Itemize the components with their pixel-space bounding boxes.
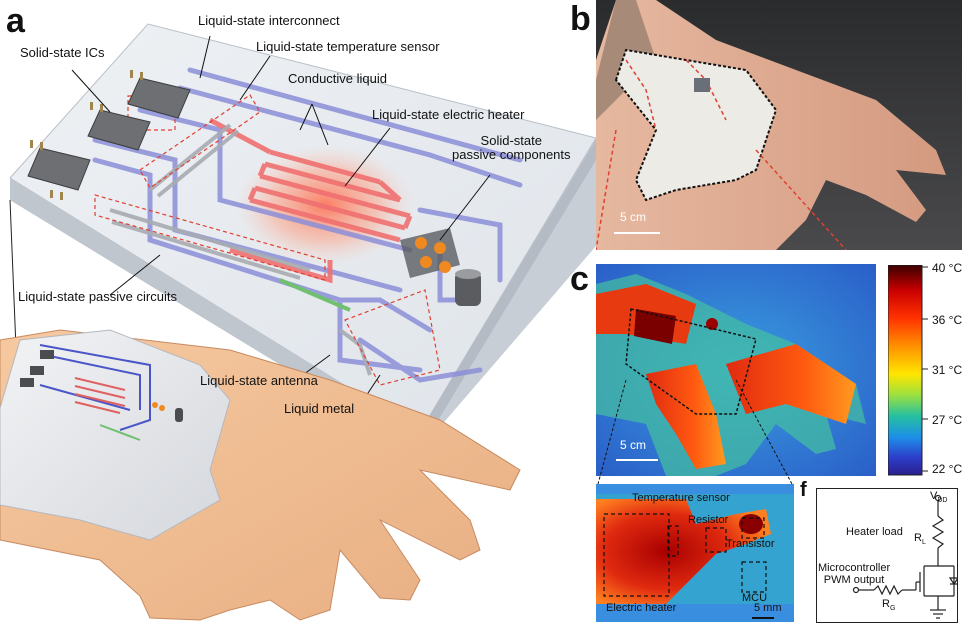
zoom-connector-lines — [597, 380, 793, 485]
vdd-sub: DD — [937, 497, 948, 505]
label-liquid-metal: Liquid metal — [284, 401, 355, 416]
zoom-label-mcu: MCU — [742, 592, 768, 604]
label-passive-line-2: passive components — [452, 147, 571, 163]
label-liquid-state-passive-circuits: Liquid-state passive circuits — [18, 289, 177, 304]
zoom-label-resistor: Resistor — [688, 514, 729, 526]
panel-letter-b: b — [570, 0, 591, 38]
zoom-thermal-map — [596, 484, 794, 622]
panel-b-scale-label: 5 cm — [620, 210, 647, 224]
heater-serpentine — [208, 117, 413, 284]
label-liquid-state-electric-heater: Liquid-state electric heater — [372, 107, 525, 122]
passive-components — [400, 228, 481, 306]
circuit-rg-label: RG — [882, 598, 895, 613]
label-solid-state-ics: Solid-state ICs — [20, 45, 105, 60]
zoom-scale-label: 5 mm — [754, 602, 782, 614]
colorbar-tick-40: 40 °C — [932, 261, 962, 275]
panel-b-photo: 5 cm — [596, 0, 962, 250]
rl-text: R — [914, 532, 922, 544]
circuit-heater-load-label: Heater load — [846, 526, 903, 538]
label-liquid-state-temperature-sensor: Liquid-state temperature sensor — [256, 39, 440, 54]
panel-c-zoom-thermal: Temperature sensor Resistor Transistor M… — [596, 484, 794, 622]
circuit-vdd-label: VDD — [930, 490, 947, 505]
panel-letter-f: f — [800, 479, 807, 501]
rg-text: R — [882, 598, 890, 610]
label-liquid-state-interconnect: Liquid-state interconnect — [198, 13, 340, 28]
temperature-sensor-traces — [109, 123, 372, 376]
colorbar-tick-27: 27 °C — [932, 413, 962, 427]
colorbar-tick-22: 22 °C — [932, 462, 962, 476]
label-solid-state-passive-components: Solid-state passive components — [452, 133, 571, 163]
panel-c-scale-label: 5 cm — [620, 438, 647, 452]
colorbar-tick-36: 36 °C — [932, 313, 962, 327]
temperature-colorbar — [888, 265, 928, 476]
heater-circuit-schematic — [816, 488, 958, 623]
circuit-rl-label: RL — [914, 532, 926, 547]
label-passive-line-1: Solid-state — [480, 133, 542, 148]
circuit-microcontroller-label: Microcontroller PWM output — [818, 562, 890, 586]
interconnect-traces — [92, 67, 523, 383]
hand-illustration — [0, 329, 521, 621]
zoom-label-transistor: Transistor — [726, 538, 775, 550]
label-liquid-state-antenna: Liquid-state antenna — [200, 373, 318, 388]
panel-b-hand-photo — [596, 0, 962, 250]
vdd-text: V — [930, 490, 938, 502]
zoom-label-electric-heater: Electric heater — [606, 602, 677, 614]
panel-letter-c: c — [570, 260, 589, 298]
solid-state-ic-chips — [27, 70, 191, 200]
label-conductive-liquid: Conductive liquid — [288, 71, 388, 86]
mcu-line-1: Microcontroller — [818, 562, 891, 574]
rl-sub: L — [921, 539, 926, 547]
panel-a-illustration — [0, 23, 596, 621]
mcu-line-2: PWM output — [823, 574, 885, 587]
green-trace — [279, 278, 351, 312]
colorbar-tick-31: 31 °C — [932, 363, 962, 377]
thermal-map — [596, 264, 876, 476]
panel-c-thermal-image: 5 cm — [596, 264, 876, 476]
zoom-label-temperature-sensor: Temperature sensor — [632, 492, 730, 504]
panel-letter-a: a — [6, 2, 25, 40]
rg-sub: G — [889, 605, 896, 613]
